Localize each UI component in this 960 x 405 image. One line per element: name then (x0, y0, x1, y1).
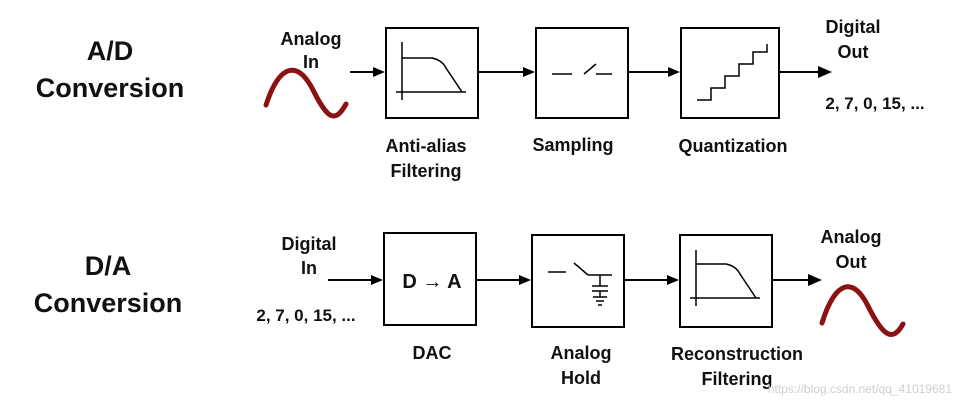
da-input-sequence: 2, 7, 0, 15, ... (256, 306, 355, 325)
ad-output-label-line2: Out (838, 42, 869, 62)
ad-arrowhead-2 (523, 67, 535, 77)
analog-hold-block (531, 234, 625, 328)
quantization-block (680, 27, 780, 119)
ad-input-label-line2: In (303, 52, 319, 72)
reconstruction-label-line2: Filtering (702, 369, 773, 389)
analog-in-wave (263, 67, 349, 119)
da-output-arrowhead (808, 274, 822, 286)
reconstruction-label-line1: Reconstruction (671, 344, 803, 364)
reconstruction-filter-block (679, 234, 773, 328)
da-input-arrowhead (371, 275, 383, 285)
ad-output-arrowhead (818, 66, 832, 78)
dac-symbol: D → A (402, 271, 461, 293)
analog-hold-label-line1: Analog (551, 343, 612, 363)
da-input-label-line2: In (301, 258, 317, 278)
da-title-line2: Conversion (34, 288, 183, 318)
anti-alias-label-line2: Filtering (391, 161, 462, 181)
ad-input-label-line1: Analog (281, 29, 342, 49)
da-arrowhead-3 (667, 275, 679, 285)
anti-alias-label-line1: Anti-alias (385, 136, 466, 156)
quantization-label: Quantization (679, 136, 788, 156)
analog-hold-label-line2: Hold (561, 368, 601, 388)
da-input-label-line1: Digital (281, 234, 336, 254)
ad-output-sequence: 2, 7, 0, 15, ... (825, 94, 924, 113)
dac-label: DAC (413, 343, 452, 363)
ad-title-line2: Conversion (36, 73, 185, 103)
ad-input-arrowhead (373, 67, 385, 77)
sampling-block (535, 27, 629, 119)
da-output-label-line2: Out (836, 252, 867, 272)
ad-title-line1: A/D (87, 36, 134, 66)
da-arrowhead-2 (519, 275, 531, 285)
da-title-line1: D/A (85, 251, 132, 281)
ad-arrowhead-3 (668, 67, 680, 77)
da-output-label-line1: Analog (821, 227, 882, 247)
ad-output-label-line1: Digital (825, 17, 880, 37)
watermark: https://blog.csdn.net/qq_41019681 (768, 382, 952, 396)
anti-alias-filter-block (385, 27, 479, 119)
analog-out-wave (819, 284, 906, 337)
sampling-label: Sampling (532, 135, 613, 155)
